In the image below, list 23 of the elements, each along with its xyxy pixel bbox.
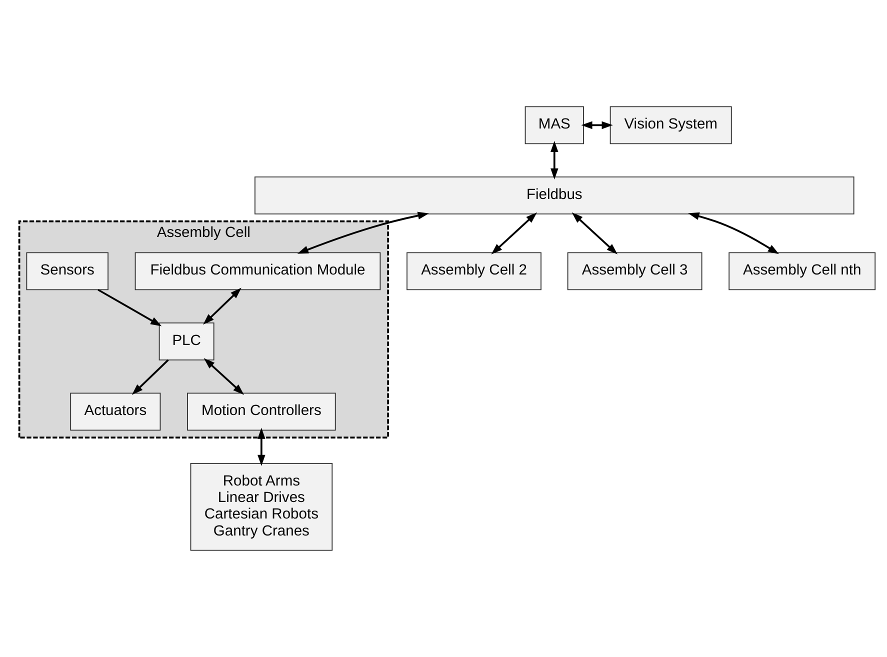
node-box: MAS	[524, 106, 584, 144]
node-box: Assembly Cell 2	[406, 252, 542, 290]
arrow	[258, 428, 266, 466]
arrow	[98, 288, 162, 326]
node-box: Robot Arms Linear Drives Cartesian Robots Gantry Cranes	[190, 462, 333, 551]
node-box: Actuators	[70, 392, 161, 431]
arrow	[688, 212, 779, 254]
arrow	[572, 212, 618, 254]
node-box: Fieldbus	[254, 176, 854, 214]
arrow	[550, 140, 558, 180]
node-box: Vision System	[610, 106, 732, 144]
arrow	[581, 121, 613, 130]
node-box: PLC	[158, 322, 214, 360]
arrow	[204, 358, 244, 395]
arrow	[203, 288, 242, 325]
arrow	[491, 212, 537, 254]
arrow	[132, 359, 169, 395]
node-box: Sensors	[26, 252, 108, 290]
arrow	[297, 212, 429, 254]
node-box: Motion Controllers	[187, 392, 336, 431]
node-box: Fieldbus Communication Module	[134, 252, 381, 290]
node-box: Assembly Cell 3	[567, 252, 702, 290]
node-box: Assembly Cell nth	[728, 252, 876, 290]
